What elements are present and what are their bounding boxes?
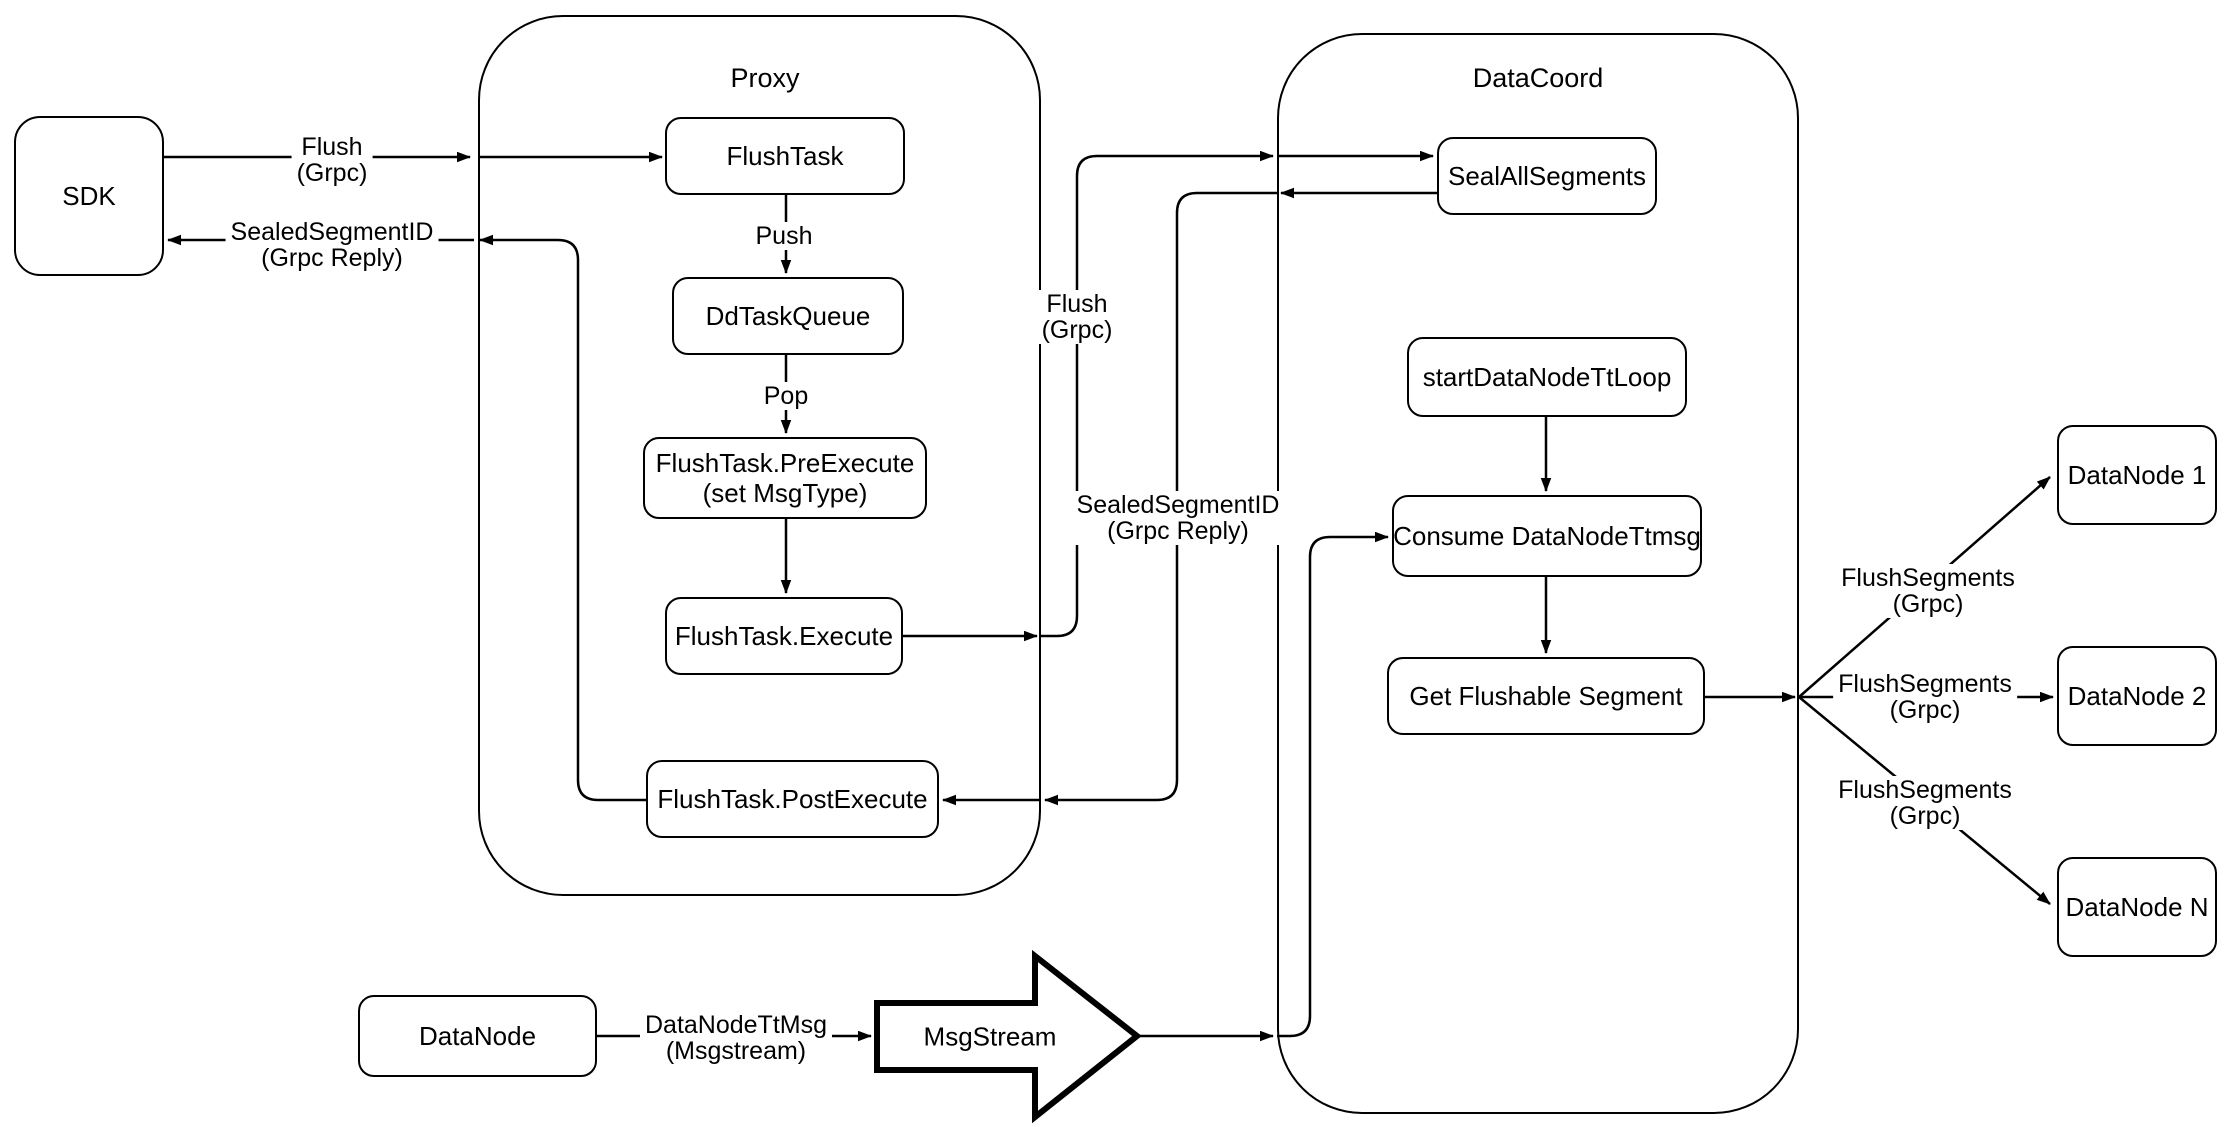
edge-label-flushsegments-2-line2: (Grpc) [1889,696,1961,724]
node-flushtask-preexecute-label-line2: (set MsgType) [702,478,868,508]
edge-label-push-text: Push [755,222,813,250]
edge-label-sdk-flush: Flush (Grpc) [291,133,373,187]
edge-label-flushsegments-3-line2: (Grpc) [1889,802,1961,830]
node-datanode-1: DataNode 1 [2057,425,2217,525]
edge-label-datanodettmsg-line2: (Msgstream) [665,1037,807,1065]
edge-label-datacoord-sealedsegmentid-line1: SealedSegmentID [1076,491,1280,519]
edge-label-sdk-flush-line1: Flush [301,133,363,161]
node-startdatanodettloop: startDataNodeTtLoop [1407,337,1687,417]
node-datanode-bottom: DataNode [358,995,597,1077]
node-datanode-n-label: DataNode N [2065,892,2209,922]
node-flushtask: FlushTask [665,117,905,195]
edge-label-flushsegments-3-line1: FlushSegments [1838,776,2012,804]
node-datanode-2-label: DataNode 2 [2067,681,2207,711]
edge-label-flushsegments-3: FlushSegments (Grpc) [1833,776,2017,830]
edge-label-flushsegments-2-line1: FlushSegments [1838,670,2012,698]
node-datanode-1-label: DataNode 1 [2067,460,2207,490]
node-flushtask-label: FlushTask [726,141,844,171]
edge-label-datanodettmsg: DataNodeTtMsg (Msgstream) [639,1011,833,1065]
edge-label-flushsegments-1-line1: FlushSegments [1841,564,2015,592]
node-datanode-n: DataNode N [2057,857,2217,957]
datacoord-container-title: DataCoord [1472,63,1604,93]
node-flushtask-postexecute-label: FlushTask.PostExecute [657,784,928,814]
edge-label-sdk-sealedsegmentid-line2: (Grpc Reply) [261,244,403,272]
node-datanode-bottom-label: DataNode [418,1021,537,1051]
edge-label-proxy-flush-line2: (Grpc) [1041,316,1113,344]
node-flushtask-execute-label: FlushTask.Execute [674,621,894,651]
edge-label-datanodettmsg-line1: DataNodeTtMsg [644,1011,828,1039]
node-ddtaskqueue: DdTaskQueue [672,277,904,355]
node-consume-datanodettmsg-label: Consume DataNodeTtmsg [1393,521,1701,551]
edge-label-push: Push [750,222,818,250]
msgstream-shape-label: MsgStream [923,1021,1057,1052]
node-sdk-label: SDK [62,181,116,211]
node-get-flushable-segment-label: Get Flushable Segment [1409,681,1683,711]
edge-label-proxy-flush-line1: Flush [1046,290,1108,318]
edge-label-pop: Pop [758,382,814,410]
node-flushtask-postexecute: FlushTask.PostExecute [646,760,939,838]
node-startdatanodettloop-label: startDataNodeTtLoop [1422,362,1672,392]
node-flushtask-execute: FlushTask.Execute [665,597,903,675]
edge-label-flushsegments-1-line2: (Grpc) [1892,590,1964,618]
edge-label-datacoord-sealedsegmentid-line2: (Grpc Reply) [1107,517,1249,545]
proxy-container-title: Proxy [730,63,800,93]
node-get-flushable-segment: Get Flushable Segment [1387,657,1705,735]
node-consume-datanodettmsg: Consume DataNodeTtmsg [1392,495,1702,577]
node-flushtask-preexecute-label-line1: FlushTask.PreExecute [655,448,915,478]
node-datanode-2: DataNode 2 [2057,646,2217,746]
edge-label-flushsegments-2: FlushSegments (Grpc) [1833,670,2017,724]
edge-label-sdk-sealedsegmentid: SealedSegmentID (Grpc Reply) [225,218,439,272]
edge-label-flushsegments-1: FlushSegments (Grpc) [1836,564,2020,618]
edge-label-proxy-flush: Flush (Grpc) [1036,290,1118,344]
node-sealallsegments-label: SealAllSegments [1448,161,1646,191]
edge-label-sdk-sealedsegmentid-line1: SealedSegmentID [230,218,434,246]
node-sdk: SDK [14,116,164,276]
node-flushtask-preexecute: FlushTask.PreExecute (set MsgType) [643,437,927,519]
edge-proxy-to-datacoord-border [1041,150,1274,638]
edge-label-pop-text: Pop [763,382,809,410]
edge-label-datacoord-sealedsegmentid: SealedSegmentID (Grpc Reply) [1071,491,1285,545]
edge-label-sdk-flush-line2: (Grpc) [296,159,368,187]
node-sealallsegments: SealAllSegments [1437,137,1657,215]
node-ddtaskqueue-label: DdTaskQueue [705,301,871,331]
